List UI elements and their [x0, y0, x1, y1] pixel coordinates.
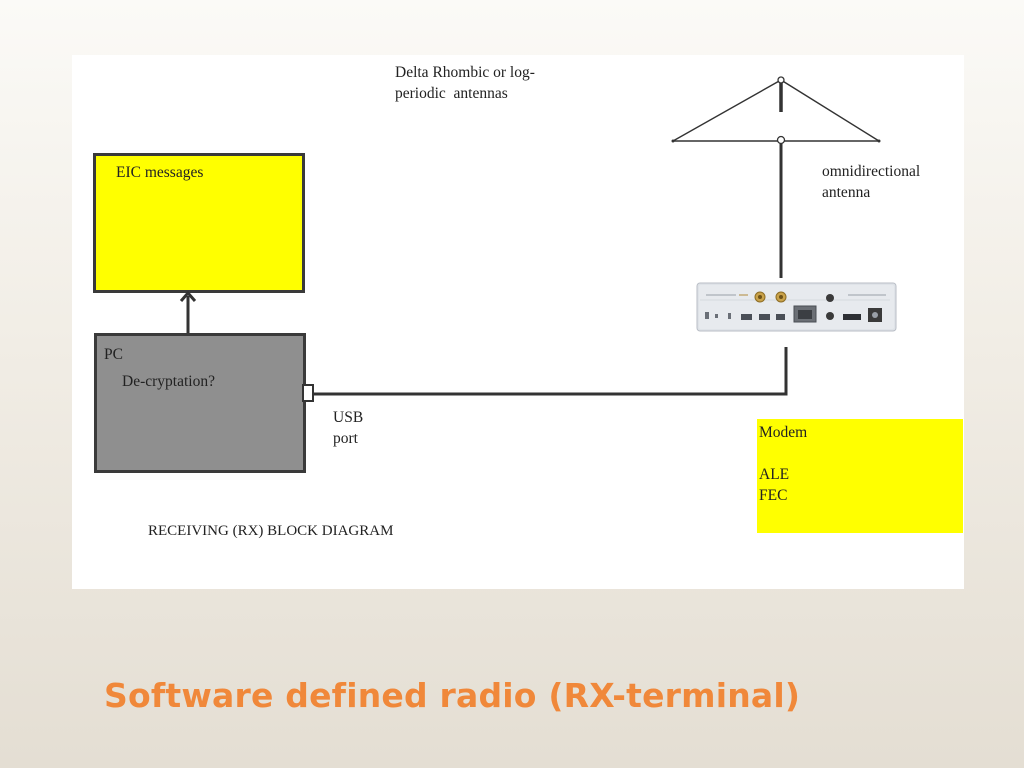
- modem-box: Modem ALE FEC: [757, 419, 963, 533]
- usb-port-connector: [302, 384, 314, 402]
- eic-messages-box: EIC messages: [93, 153, 305, 293]
- pc-subtitle: De-cryptation?: [122, 373, 215, 390]
- eic-messages-label: EIC messages: [116, 164, 204, 181]
- usb-cable: [313, 347, 788, 396]
- modem-label: Modem ALE FEC: [759, 424, 808, 504]
- usb-port-caption: USB port: [333, 409, 364, 447]
- antenna-caption: Delta Rhombic or log- periodic antennas: [395, 64, 535, 102]
- block-diagram-caption: RECEIVING (RX) BLOCK DIAGRAM: [148, 523, 394, 539]
- antenna-icon: [671, 76, 881, 145]
- arrow-pc-to-eic: [179, 290, 197, 333]
- omni-antenna-caption: omnidirectional antenna: [822, 163, 921, 201]
- sdr-device-image: [696, 282, 897, 332]
- pc-box: PC De-cryptation?: [94, 333, 306, 473]
- pc-title: PC: [104, 346, 123, 363]
- slide-title: Software defined radio (RX-terminal): [104, 676, 801, 715]
